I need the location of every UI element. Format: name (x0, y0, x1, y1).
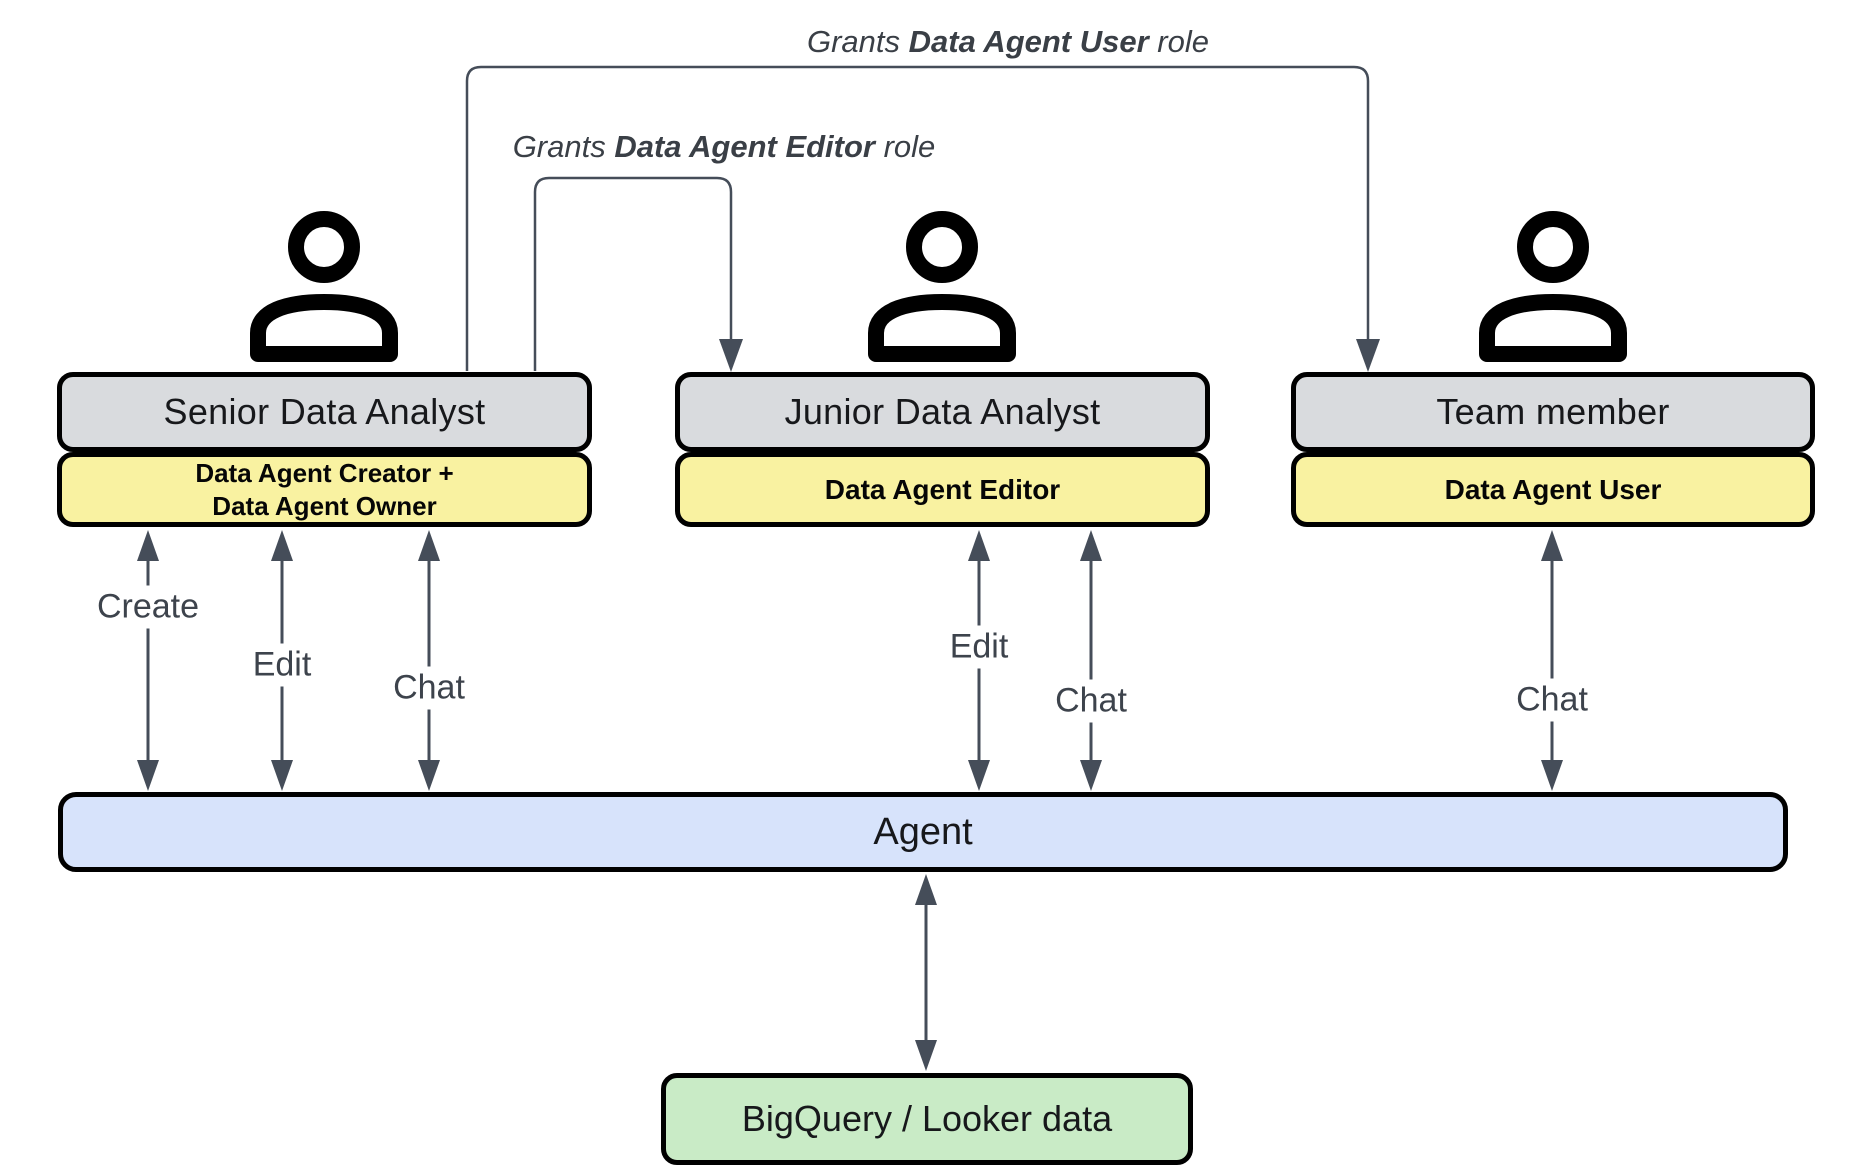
grant-editor-connector (533, 176, 743, 372)
actor-senior-data-analyst: Senior Data Analyst Data Agent Creator +… (57, 372, 592, 527)
role-badge: Data Agent Editor (675, 452, 1210, 527)
person-icon (1479, 211, 1627, 362)
person-icon (868, 211, 1016, 362)
person-icon (250, 211, 398, 362)
agent-data-arrow (915, 874, 937, 1071)
grant-editor-suffix: role (874, 129, 936, 164)
role-line: Data Agent User (1444, 474, 1662, 505)
edit-label-senior: Edit (242, 643, 322, 687)
role-badge: Data Agent User (1291, 452, 1815, 527)
role-line: Data Agent Owner (212, 490, 437, 521)
agent-label: Agent (873, 810, 973, 853)
role-badge: Data Agent Creator + Data Agent Owner (57, 452, 592, 527)
chat-arrow-junior (1080, 530, 1102, 791)
grant-user-annotation: Grants Data Agent User role (807, 24, 1209, 60)
grant-user-connector (465, 65, 1380, 372)
actor-team-member: Team member Data Agent User (1291, 372, 1815, 527)
actor-title: Junior Data Analyst (675, 372, 1210, 452)
grant-editor-role-name: Data Agent Editor (614, 129, 875, 164)
chat-label-team: Chat (1506, 678, 1598, 722)
actor-junior-data-analyst: Junior Data Analyst Data Agent Editor (675, 372, 1210, 527)
agent-bar: Agent (58, 792, 1788, 872)
create-arrow-senior (137, 530, 159, 791)
grant-user-suffix: role (1148, 24, 1209, 59)
chat-arrow-team (1541, 530, 1563, 791)
chat-arrow-senior (418, 530, 440, 791)
actor-title: Senior Data Analyst (57, 372, 592, 452)
data-source-label: BigQuery / Looker data (741, 1098, 1113, 1139)
grant-editor-prefix: Grants (512, 129, 615, 164)
create-label: Create (86, 585, 210, 629)
grant-user-prefix: Grants (807, 24, 909, 59)
grant-editor-annotation: Grants Data Agent Editor role (513, 129, 936, 165)
role-line: Data Agent Editor (824, 474, 1061, 505)
data-source-box: BigQuery / Looker data (661, 1073, 1193, 1165)
chat-label-junior: Chat (1045, 679, 1137, 723)
grant-user-role-name: Data Agent User (908, 24, 1149, 59)
chat-label-senior: Chat (383, 666, 475, 710)
actor-title: Team member (1291, 372, 1815, 452)
edit-label-junior: Edit (939, 625, 1019, 669)
role-line: Data Agent Creator + (195, 457, 454, 488)
